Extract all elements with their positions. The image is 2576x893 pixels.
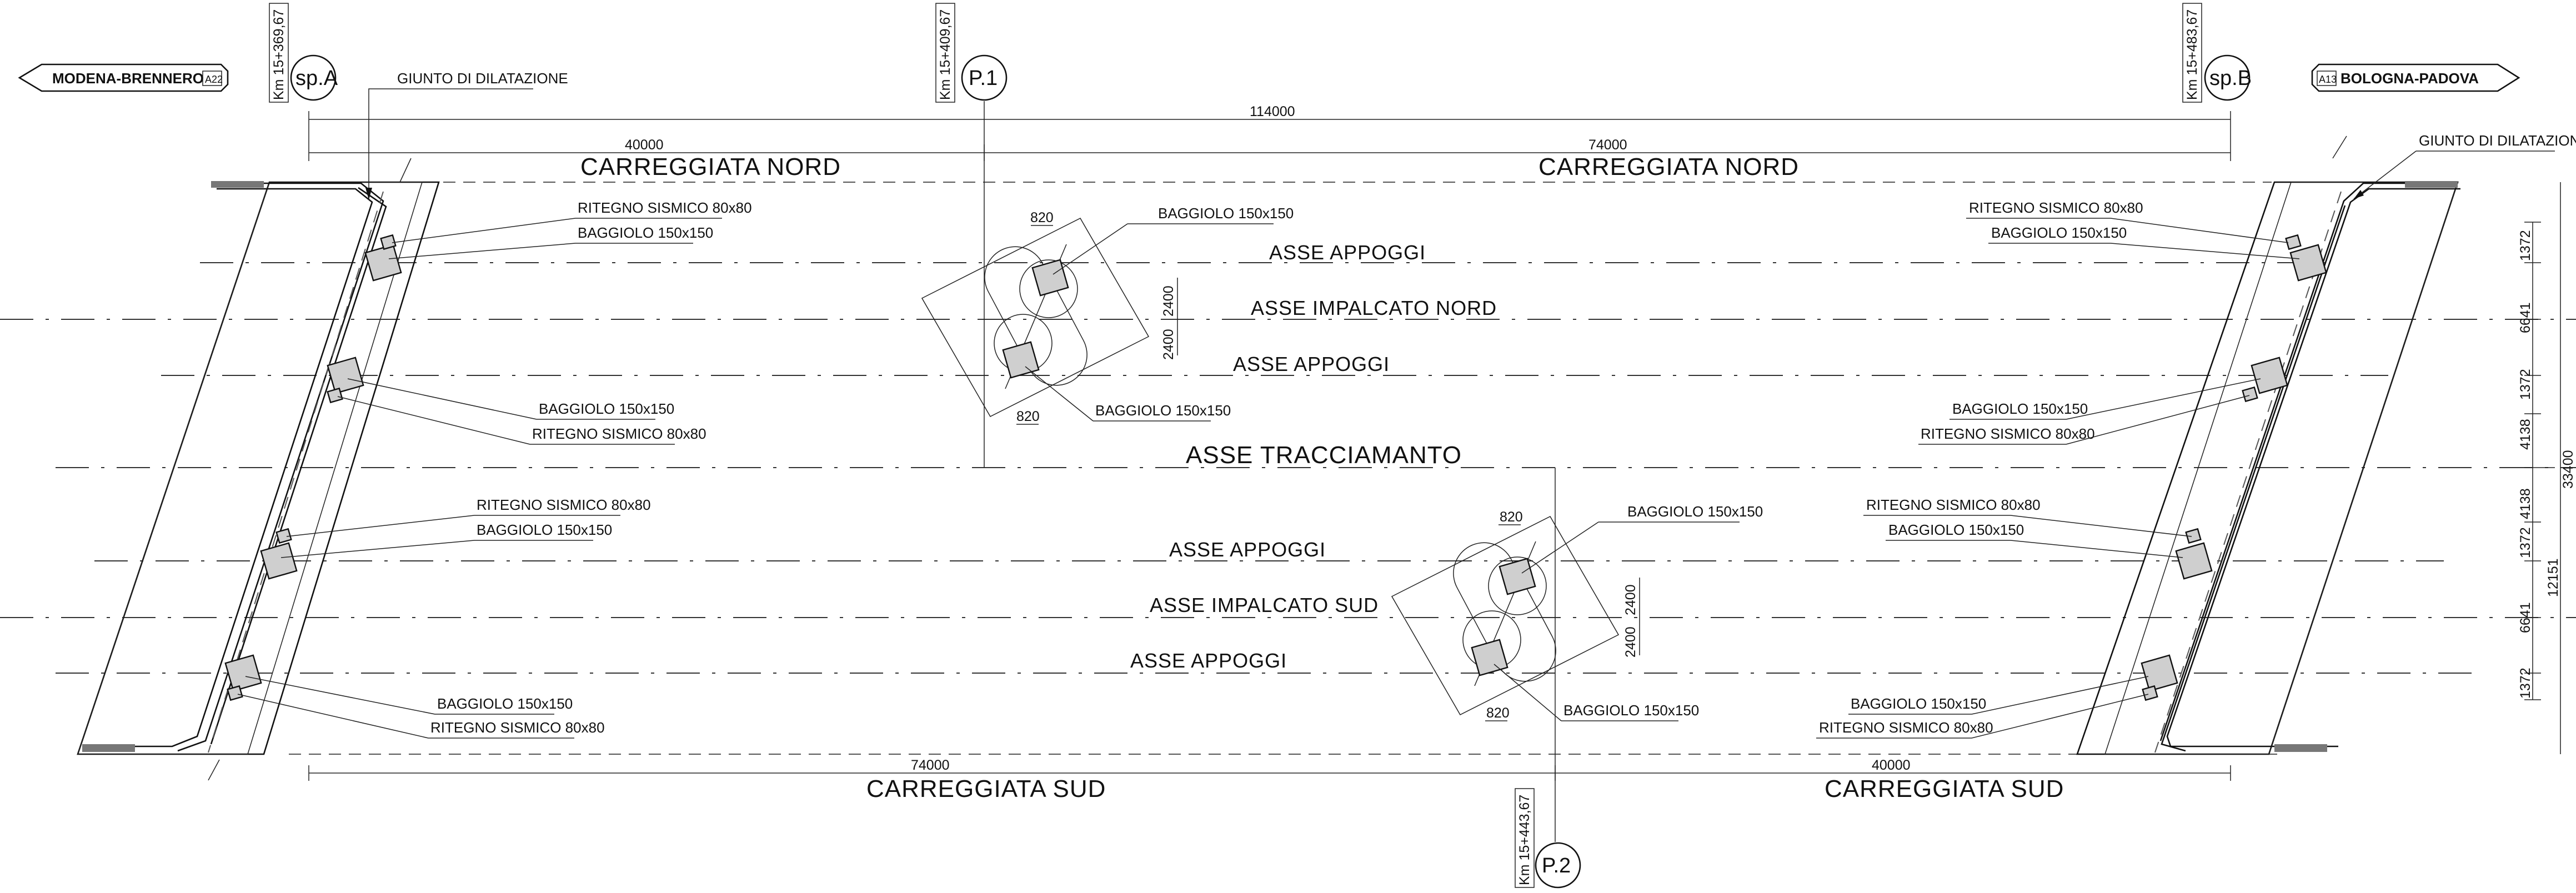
marker-p1-name: P.1	[969, 67, 998, 90]
callouts-piers: BAGGIOLO 150x150 BAGGIOLO 150x150 BAGGIO…	[1025, 205, 1763, 721]
direction-left-label: MODENA-BRENNERO	[52, 70, 204, 87]
bearing-label-p2-top: BAGGIOLO 150x150	[1627, 503, 1763, 520]
restraint-label-l1: RITEGNO SISMICO 80x80	[578, 199, 752, 216]
p2-dim-spacing-bottom: 820	[1486, 705, 1510, 721]
callouts-right: GIUNTO DI DILATAZIONE RITEGNO SISMICO 80…	[1816, 132, 2576, 739]
top-dimensions: 114000 40000 74000	[308, 104, 2231, 161]
marker-spB-km: Km 15+483,67	[2184, 9, 2200, 100]
marker-spB-name: sp.B	[2209, 67, 2252, 90]
bearing-label-p1-bottom: BAGGIOLO 150x150	[1095, 402, 1231, 419]
dim-right-2: 6641	[2518, 302, 2533, 333]
axis-supports-4: ASSE APPOGGI	[1130, 649, 1287, 672]
dim-right-total: 33400	[2560, 450, 2576, 489]
abutment-right	[2076, 136, 2460, 755]
dim-right-4: 4138	[2518, 419, 2533, 450]
axis-deck-south: ASSE IMPALCATO SUD	[1150, 594, 1379, 616]
dim-top-left: 40000	[625, 137, 664, 153]
restraint-label-r1: RITEGNO SISMICO 80x80	[1969, 199, 2143, 216]
dim-right-half-sud: 12151	[2545, 558, 2561, 597]
bearing-label-r3: BAGGIOLO 150x150	[1888, 521, 2024, 538]
bearing-label-l1: BAGGIOLO 150x150	[578, 224, 713, 241]
marker-spA-name: sp.A	[295, 67, 338, 90]
carriageway-north-right: CARREGGIATA NORD	[1538, 153, 1799, 180]
carriageway-south-right: CARREGGIATA SUD	[1825, 775, 2064, 802]
dim-top-right: 74000	[1588, 137, 1627, 153]
carriageway-north-left: CARREGGIATA NORD	[580, 153, 841, 180]
dim-right-6: 1372	[2518, 527, 2533, 558]
marker-spB: Km 15+483,67 sp.B	[2182, 3, 2252, 103]
direction-sign-left: MODENA-BRENNERO A22	[18, 63, 229, 92]
restraint-label-r4: RITEGNO SISMICO 80x80	[1819, 719, 1993, 736]
direction-sign-right: A13 BOLOGNA-PADOVA	[2311, 63, 2520, 92]
carriageway-south-left: CARREGGIATA SUD	[866, 775, 1106, 802]
axis-alignment: ASSE TRACCIAMANTO	[1186, 442, 1462, 469]
p1-dim-spacing-bottom: 820	[1016, 409, 1040, 424]
abutment-left	[77, 158, 440, 781]
restraint-label-l3: RITEGNO SISMICO 80x80	[477, 496, 651, 513]
p1-dim-offset-top: 2400	[1161, 285, 1176, 317]
p1-dim-offset-bottom: 2400	[1161, 329, 1176, 360]
dim-right-7: 6641	[2518, 602, 2533, 633]
dim-right-3: 1372	[2518, 369, 2533, 400]
axis-supports-2: ASSE APPOGGI	[1233, 353, 1390, 375]
dim-right-5: 4138	[2518, 488, 2533, 519]
axis-supports-1: ASSE APPOGGI	[1269, 241, 1426, 264]
marker-p1-km: Km 15+409,67	[938, 9, 953, 100]
marker-p2: Km 15+443,67 P.2	[1515, 788, 1581, 889]
dim-top-total: 114000	[1250, 104, 1295, 119]
axis-deck-north: ASSE IMPALCATO NORD	[1251, 297, 1497, 319]
bearing-label-p2-bottom: BAGGIOLO 150x150	[1563, 702, 1699, 719]
marker-spA: Km 15+369,67 sp.A	[269, 3, 338, 103]
p1-dim-spacing-top: 820	[1030, 210, 1054, 225]
joint-label-right: GIUNTO DI DILATAZIONE	[2419, 132, 2576, 149]
dim-right-1: 1372	[2518, 230, 2533, 261]
marker-p2-km: Km 15+443,67	[1517, 795, 1532, 885]
bearing-label-l3: BAGGIOLO 150x150	[477, 521, 612, 538]
direction-left-badge: A22	[205, 74, 223, 85]
p2-dim-offset-bottom: 2400	[1623, 626, 1638, 658]
marker-p1: Km 15+409,67 P.1	[935, 3, 1008, 103]
bearing-label-r4: BAGGIOLO 150x150	[1851, 695, 1986, 712]
restraint-label-r2: RITEGNO SISMICO 80x80	[1921, 425, 2095, 442]
p2-dim-offset-top: 2400	[1623, 584, 1638, 615]
direction-right-label: BOLOGNA-PADOVA	[2341, 70, 2479, 87]
bearing-label-l2: BAGGIOLO 150x150	[539, 400, 674, 417]
callouts-left: GIUNTO DI DILATAZIONE RITEGNO SISMICO 80…	[237, 70, 752, 739]
bearing-label-r2: BAGGIOLO 150x150	[1952, 400, 2088, 417]
restraint-label-l2: RITEGNO SISMICO 80x80	[532, 425, 706, 442]
dim-bottom-left: 74000	[911, 757, 950, 773]
restraint-label-r3: RITEGNO SISMICO 80x80	[1866, 496, 2041, 513]
axis-supports-3: ASSE APPOGGI	[1169, 538, 1326, 561]
restraint-label-l4: RITEGNO SISMICO 80x80	[430, 719, 605, 736]
pier-p2: 820 820 2400 2400	[1391, 509, 1640, 721]
marker-p2-name: P.2	[1542, 854, 1571, 877]
dim-right-8: 1372	[2518, 668, 2533, 699]
marker-spA-km: Km 15+369,67	[271, 9, 287, 100]
bearing-label-l4: BAGGIOLO 150x150	[437, 695, 573, 712]
joint-label-left: GIUNTO DI DILATAZIONE	[397, 70, 568, 87]
dim-bottom-right: 40000	[1872, 757, 1911, 773]
direction-right-badge: A13	[2319, 74, 2337, 85]
right-dimensions: 1372 6641 1372 4138 4138 1372 6641 1372 …	[2518, 182, 2576, 754]
bearing-label-p1-top: BAGGIOLO 150x150	[1158, 205, 1294, 222]
p2-dim-spacing-top: 820	[1500, 509, 1523, 525]
bearing-label-r1: BAGGIOLO 150x150	[1991, 224, 2127, 241]
pier-p1: 820 820 2400 2400	[921, 210, 1178, 425]
